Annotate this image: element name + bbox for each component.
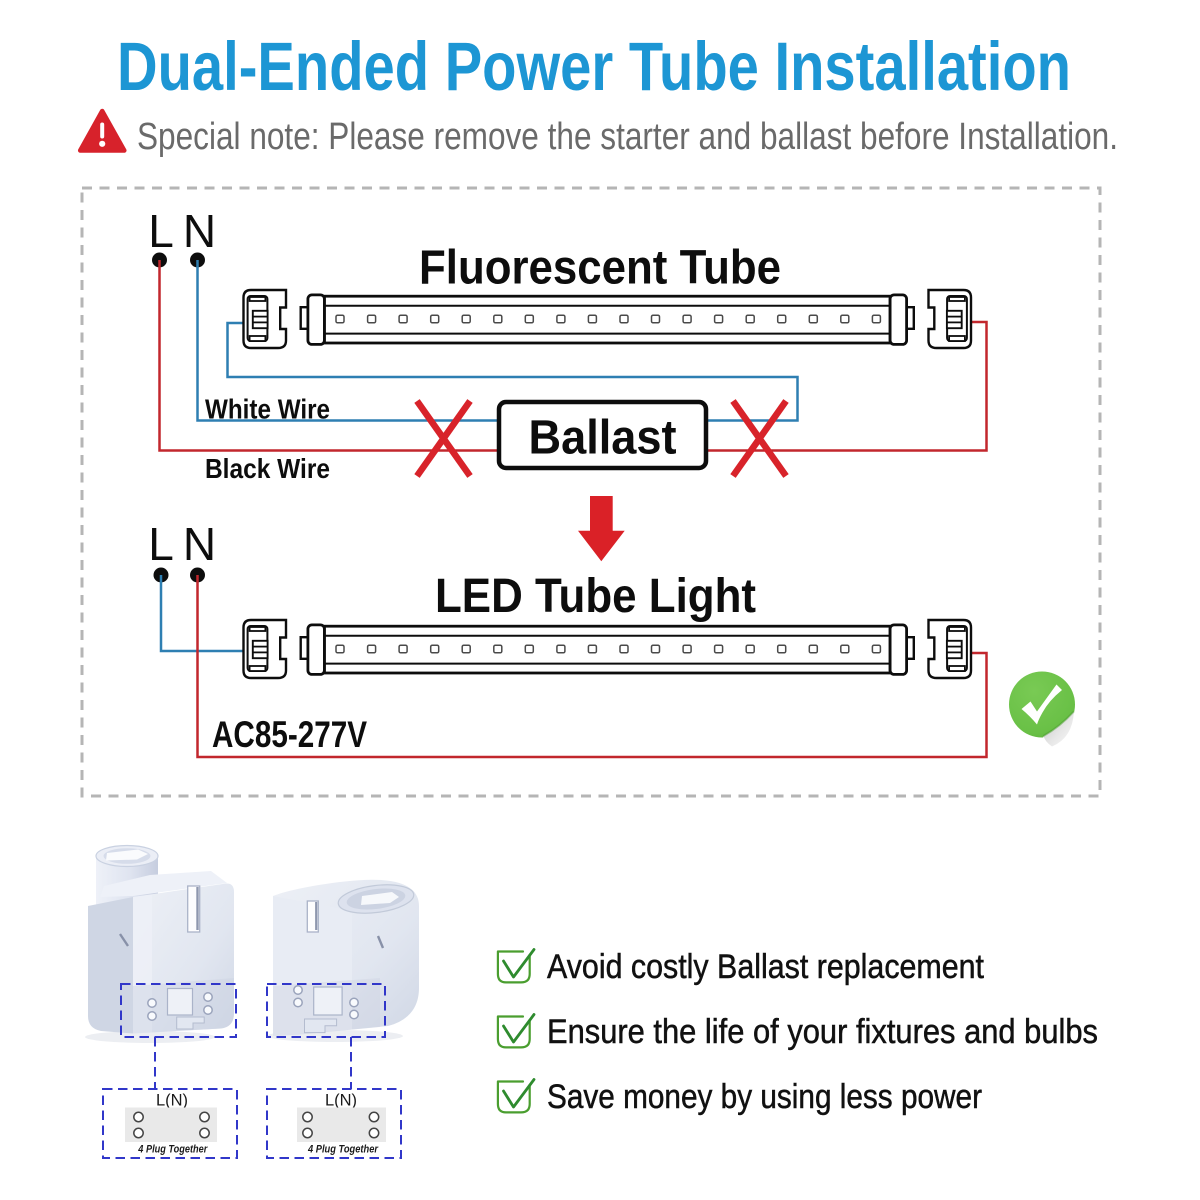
- svg-text:LED Tube Light: LED Tube Light: [435, 570, 756, 623]
- svg-text:Save money by using less power: Save money by using less power: [547, 1078, 982, 1116]
- svg-text:Black Wire: Black Wire: [205, 453, 330, 484]
- svg-text:Fluorescent Tube: Fluorescent Tube: [419, 242, 781, 295]
- svg-text:Dual-Ended Power Tube Installa: Dual-Ended Power Tube Installation: [117, 28, 1071, 105]
- svg-text:4 Plug Together: 4 Plug Together: [137, 1144, 207, 1156]
- svg-text:N: N: [183, 205, 216, 257]
- svg-text:Avoid costly Ballast replaceme: Avoid costly Ballast replacement: [547, 948, 984, 986]
- svg-text:L: L: [148, 518, 174, 570]
- svg-text:N: N: [183, 518, 216, 570]
- svg-text:L(N): L(N): [156, 1092, 188, 1110]
- svg-text:White Wire: White Wire: [205, 394, 330, 425]
- svg-text:Special note: Please remove th: Special note: Please remove the starter …: [137, 116, 1118, 158]
- svg-text:Ballast: Ballast: [529, 412, 677, 465]
- svg-text:Ensure the life of your fixtur: Ensure the life of your fixtures and bul…: [547, 1013, 1098, 1051]
- svg-text:L(N): L(N): [325, 1092, 357, 1110]
- svg-text:4 Plug Together: 4 Plug Together: [307, 1144, 378, 1156]
- svg-text:L: L: [148, 205, 174, 257]
- svg-text:AC85-277V: AC85-277V: [212, 714, 367, 755]
